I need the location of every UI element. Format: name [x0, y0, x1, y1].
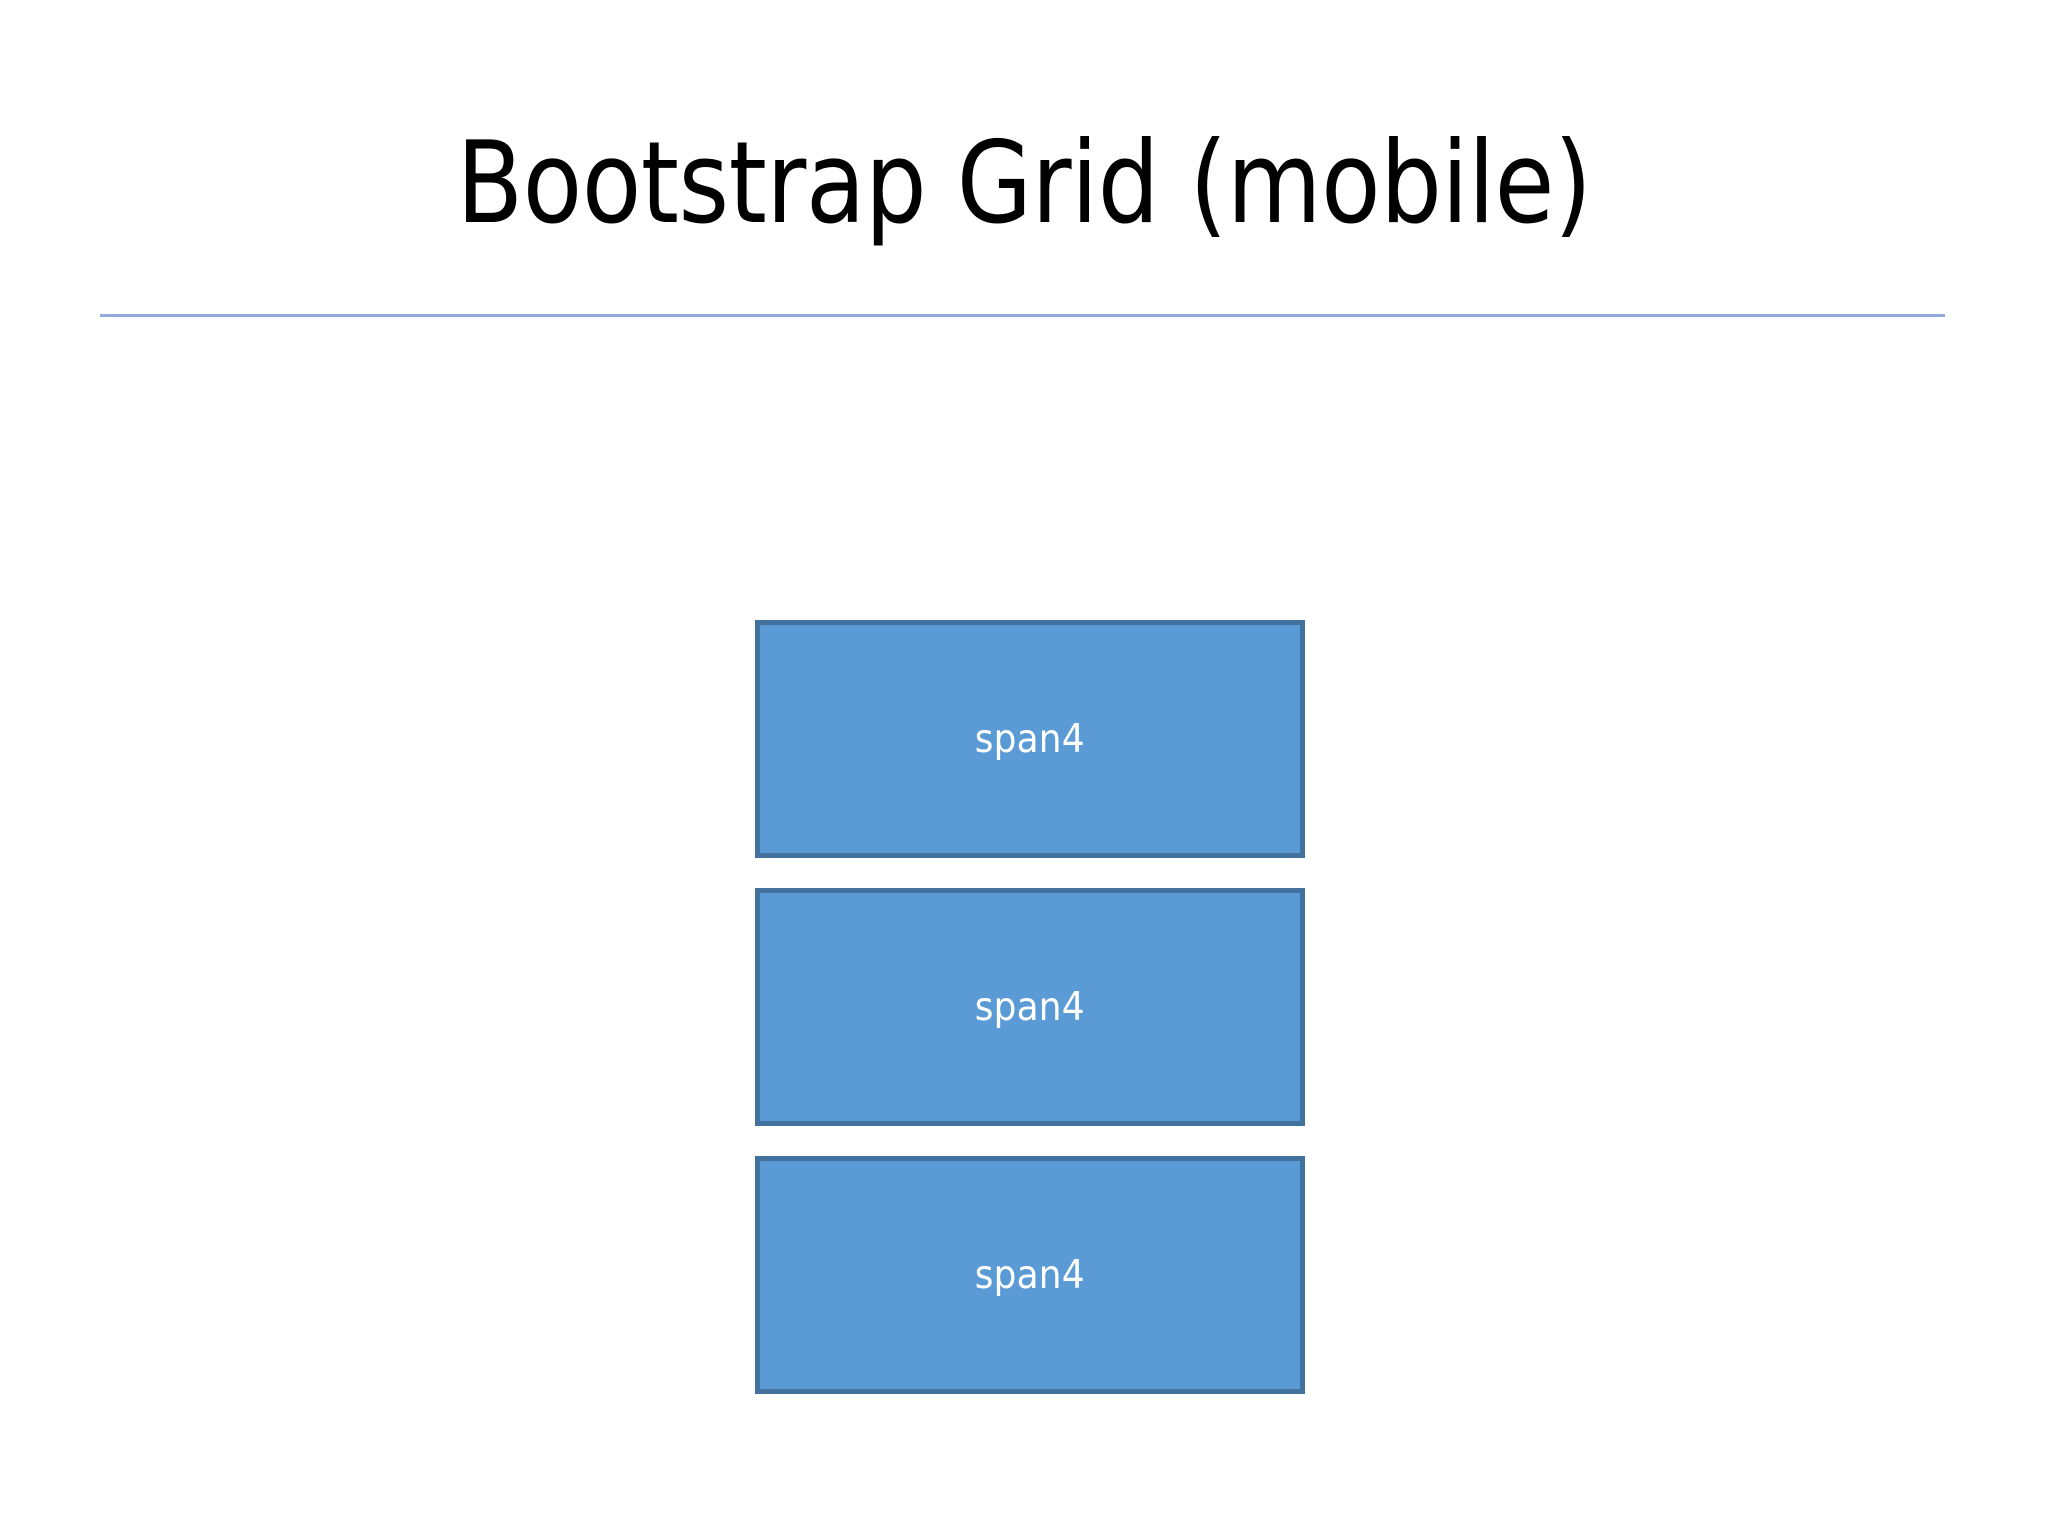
grid-box-2[interactable]: span4 — [755, 888, 1305, 1126]
grid-box-label: span4 — [975, 716, 1085, 762]
page-title: Bootstrap Grid (mobile) — [456, 117, 1592, 249]
grid-box-label: span4 — [975, 1252, 1085, 1298]
title-divider — [100, 314, 1945, 317]
grid-box-label: span4 — [975, 984, 1085, 1030]
grid-box-1[interactable]: span4 — [755, 620, 1305, 858]
grid-box-3[interactable]: span4 — [755, 1156, 1305, 1394]
grid-stack: span4 span4 span4 — [755, 620, 1305, 1394]
